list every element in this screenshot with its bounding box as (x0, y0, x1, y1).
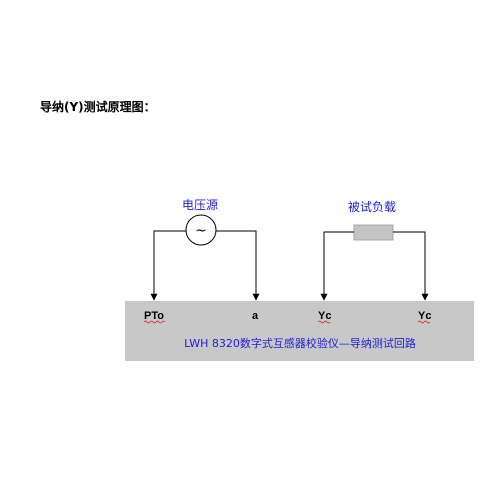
load-wire-right (393, 231, 429, 301)
spellcheck-underline-yc-2 (417, 320, 431, 324)
load-resistor-icon (353, 224, 394, 241)
device-name: LWH 8320数字式互感器校验仪—导纳测试回路 (184, 336, 416, 350)
terminal-a: a (252, 310, 259, 322)
load-label: 被试负载 (348, 199, 396, 214)
terminal-yc-1: Yc (318, 310, 331, 322)
source-wire-left (150, 230, 186, 301)
terminal-yc-2: Yc (418, 310, 431, 322)
instrument-panel (125, 301, 474, 361)
diagram-title: 导纳(Y)测试原理图： (40, 99, 156, 114)
source-wire-right (216, 230, 260, 301)
ac-source-icon (185, 214, 217, 246)
voltage-source-label: 电压源 (182, 198, 218, 212)
spellcheck-underline-yc-1 (317, 320, 331, 324)
load-wire-left (320, 231, 354, 301)
spellcheck-underline-pto (143, 320, 166, 324)
terminal-pto: PTo (144, 310, 164, 322)
ac-symbol: ~ (195, 223, 207, 239)
